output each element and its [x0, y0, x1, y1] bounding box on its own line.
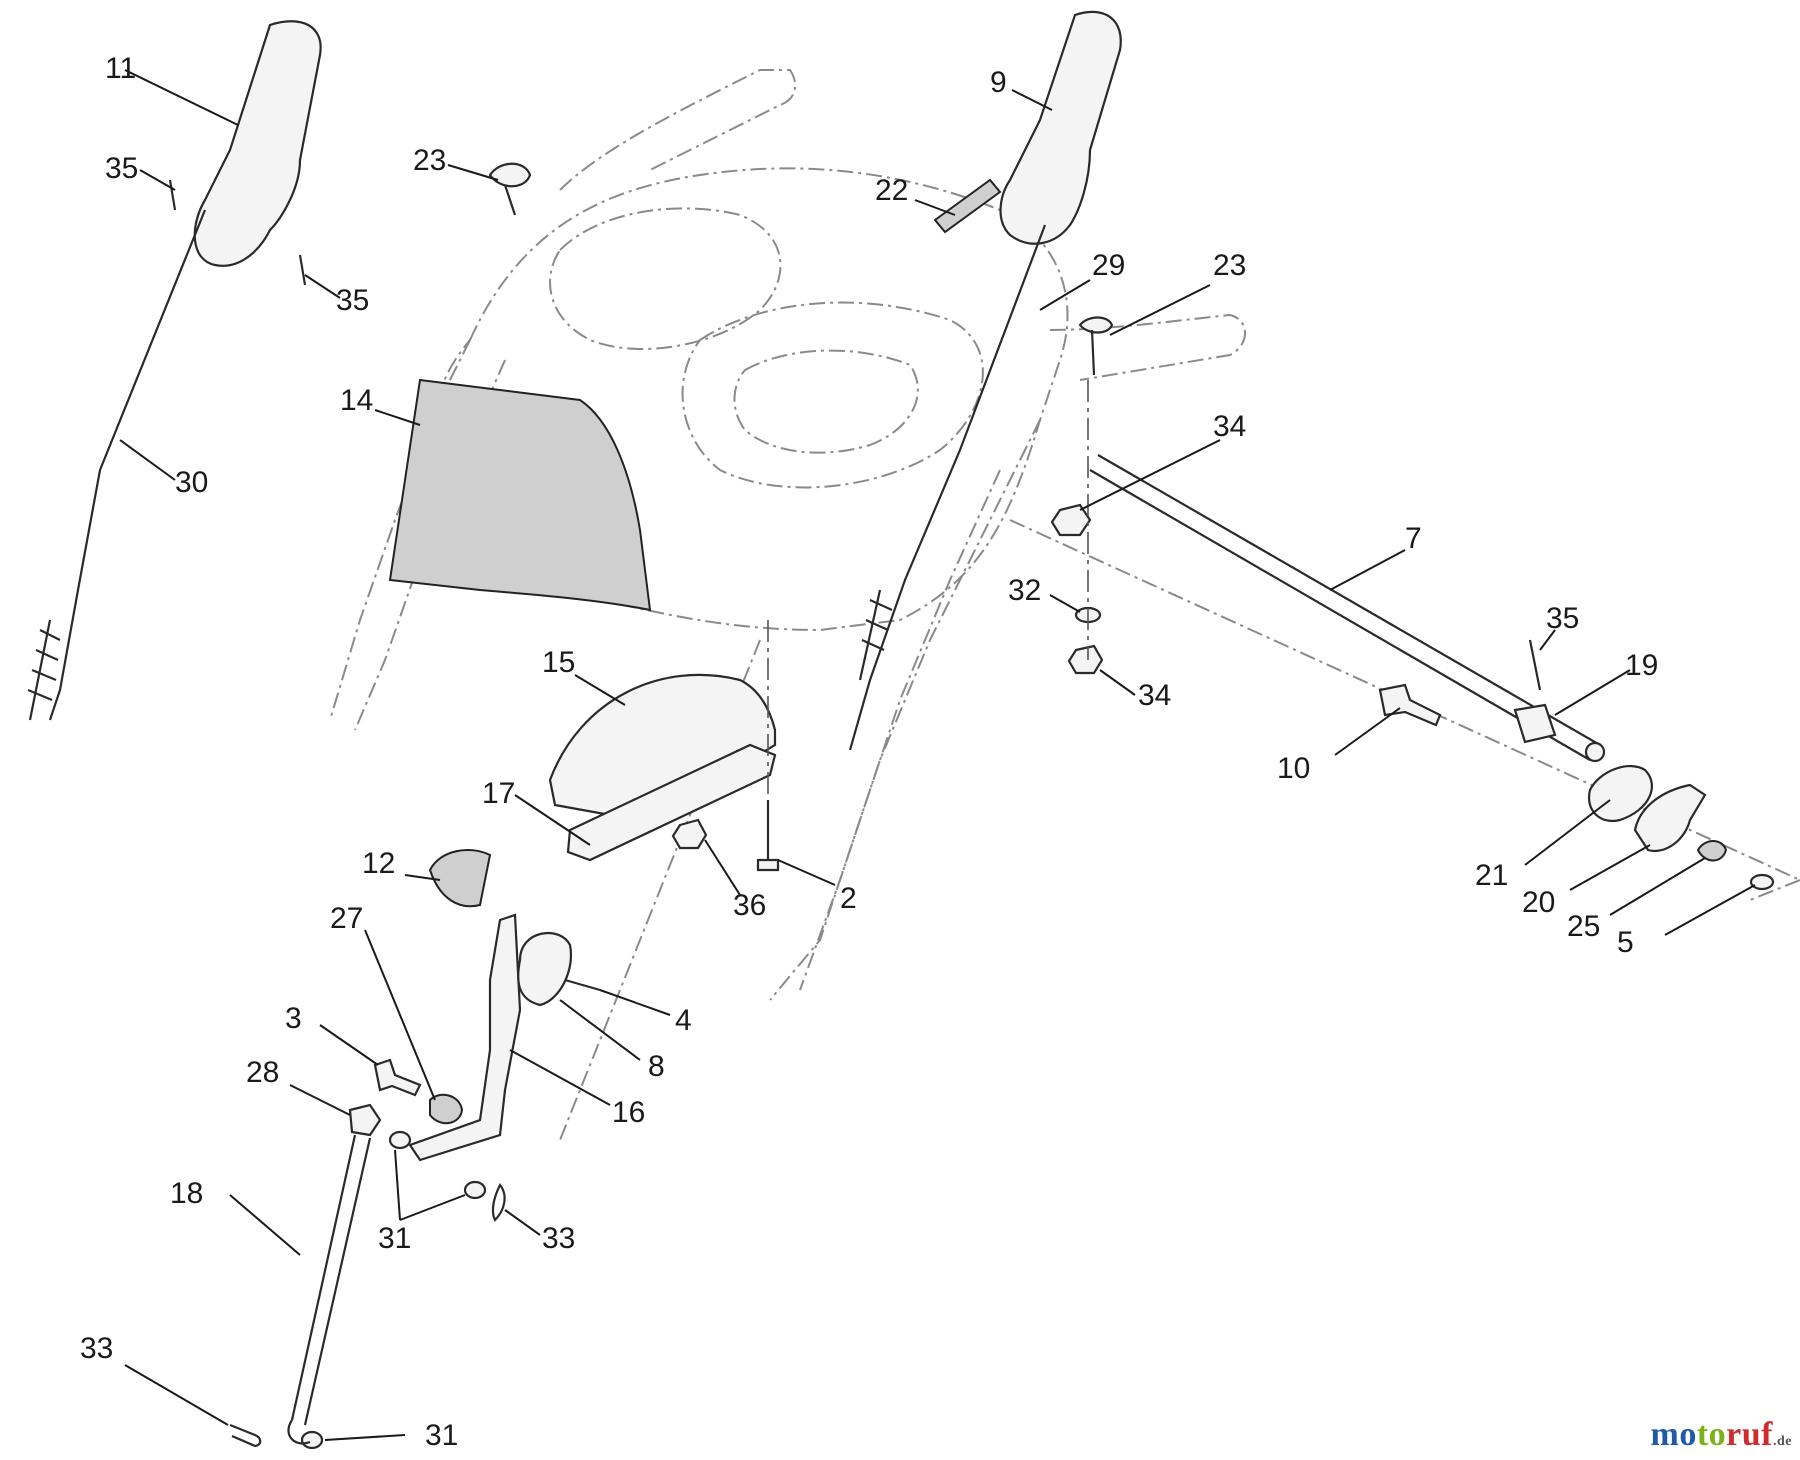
- callout-31-mid: 31: [378, 1222, 411, 1255]
- callout-22: 22: [875, 174, 908, 207]
- callout-31-lower: 31: [425, 1419, 458, 1452]
- pivot-part-28: [348, 1103, 382, 1137]
- callout-35-top: 35: [105, 152, 138, 185]
- right-spring: [858, 589, 893, 681]
- left-cable-part-30: [48, 209, 207, 721]
- callout-2: 2: [840, 882, 857, 915]
- callout-15: 15: [542, 646, 575, 679]
- left-spring: [27, 619, 61, 721]
- nut-part-34-lower: [1067, 644, 1104, 675]
- spring-part-27: [429, 1093, 464, 1125]
- right-grip-part-9: [999, 10, 1122, 245]
- screw-part-4: [564, 978, 601, 992]
- callout-21: 21: [1475, 859, 1508, 892]
- clip-part-33-lower: [229, 1423, 262, 1448]
- arm-part-20: [1633, 783, 1707, 853]
- callout-5: 5: [1617, 926, 1634, 959]
- callout-3: 3: [285, 1002, 302, 1035]
- callout-33-lower: 33: [80, 1332, 113, 1365]
- pin-part-35-mid: [298, 254, 307, 286]
- watermark-part-1: mo: [1650, 1416, 1697, 1453]
- panel-part-14: [388, 378, 652, 612]
- bolt-part-10: [1378, 683, 1442, 727]
- left-grip-part-11: [193, 20, 322, 267]
- callout-16: 16: [612, 1096, 645, 1129]
- callout-10: 10: [1277, 752, 1310, 785]
- callout-17: 17: [482, 777, 515, 810]
- washer-part-31-lower: [300, 1430, 324, 1450]
- watermark-part-3: ruf: [1726, 1416, 1773, 1453]
- callout-34-lower: 34: [1138, 679, 1171, 712]
- washer-part-31-mid: [463, 1180, 487, 1200]
- nut-part-34-upper: [1050, 503, 1092, 537]
- callout-9: 9: [990, 66, 1007, 99]
- callout-29: 29: [1092, 249, 1125, 282]
- callout-14: 14: [340, 384, 373, 417]
- watermark-tld: .de: [1773, 1434, 1792, 1449]
- spring-part-25: [1696, 840, 1728, 862]
- pin-part-35-right: [1528, 639, 1542, 691]
- pin-part-23-left: [488, 162, 532, 216]
- callout-34-upper: 34: [1213, 410, 1246, 443]
- knob-part-8: [517, 931, 573, 1007]
- callout-23-right: 23: [1213, 249, 1246, 282]
- callout-36: 36: [733, 889, 766, 922]
- right-cable-part-29: [848, 224, 1047, 751]
- washer-part-31-upper: [388, 1130, 412, 1150]
- clip-part-33-upper: [491, 1182, 506, 1222]
- bracket-part-15: [548, 673, 777, 817]
- rod-end-cap: [1584, 741, 1606, 763]
- knob-part-12: [428, 849, 492, 908]
- rail-part-17: [566, 743, 777, 862]
- callout-11: 11: [105, 52, 136, 85]
- lever-part-16: [408, 913, 522, 1162]
- motoruf-watermark: motoruf.de: [1651, 1416, 1792, 1454]
- washer-part-5: [1749, 873, 1775, 891]
- callout-28: 28: [246, 1056, 279, 1089]
- callout-25: 25: [1567, 910, 1600, 943]
- callout-4: 4: [675, 1004, 692, 1037]
- callout-8: 8: [648, 1050, 665, 1083]
- callout-labels: 11 35 35 30 14 23 22 9 29 23 34 32 34 7 …: [80, 52, 1658, 1452]
- pin-part-35-top: [168, 179, 177, 211]
- bushing-part-19: [1513, 703, 1557, 744]
- leader-lines: [119, 69, 1756, 1441]
- pin-part-3: [373, 1058, 422, 1097]
- watermark-part-2: to: [1696, 1416, 1727, 1453]
- rod-part-18-hook: [287, 1419, 311, 1445]
- nut-part-36: [671, 818, 708, 850]
- callout-7: 7: [1405, 522, 1422, 555]
- callout-20: 20: [1522, 886, 1555, 919]
- callout-19: 19: [1625, 649, 1658, 682]
- bolt-part-2-head: [756, 858, 780, 872]
- plate-part-21: [1587, 765, 1653, 823]
- callout-23-left: 23: [413, 144, 446, 177]
- callout-32: 32: [1008, 574, 1041, 607]
- pin-part-23-right: [1078, 316, 1114, 376]
- callout-12: 12: [362, 847, 395, 880]
- callout-35-right: 35: [1546, 602, 1579, 635]
- spring-part-22: [933, 178, 1002, 234]
- rod-part-7: [1089, 454, 1601, 761]
- callout-33-upper: 33: [542, 1222, 575, 1255]
- callout-18: 18: [170, 1177, 203, 1210]
- callout-35-mid: 35: [336, 284, 369, 317]
- callout-30: 30: [175, 466, 208, 499]
- rod-part-18: [290, 1134, 372, 1426]
- callout-27: 27: [330, 902, 363, 935]
